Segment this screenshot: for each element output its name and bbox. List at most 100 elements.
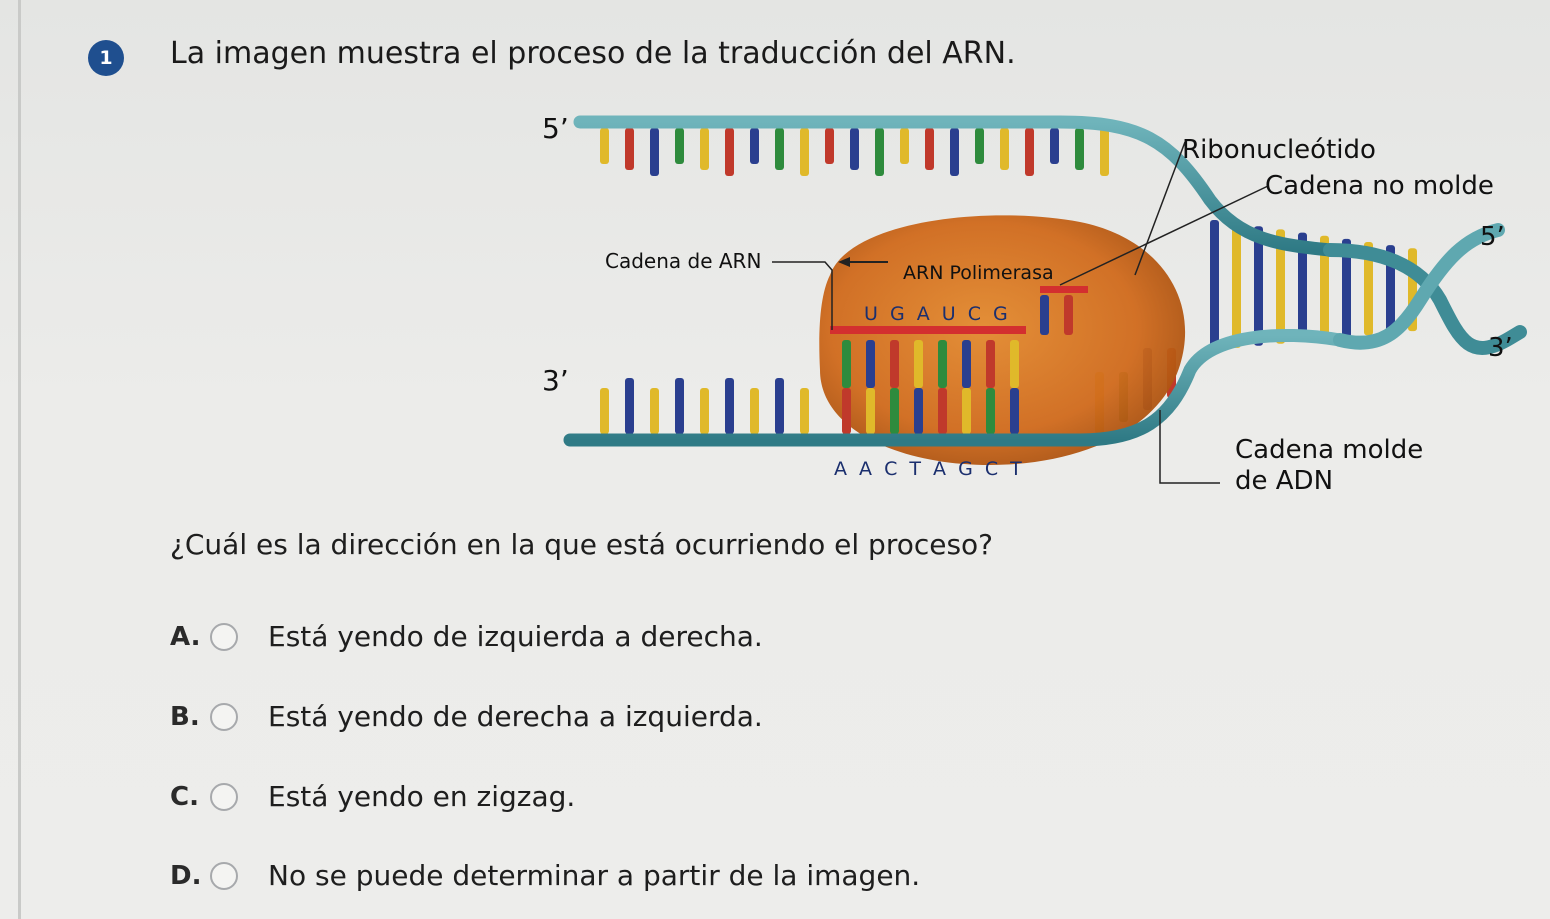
rna-paired-base: [842, 340, 851, 388]
template-strand-base: [600, 388, 609, 434]
template-paired-base: [914, 388, 923, 434]
template-paired-base: [890, 388, 899, 434]
template-strand-base: [775, 378, 784, 434]
coding-strand-base: [600, 128, 609, 164]
direction-arrowhead: [838, 257, 850, 267]
coding-strand-base: [750, 128, 759, 164]
coding-strand-base: [925, 128, 934, 170]
option-a[interactable]: A. Está yendo de izquierda a derecha.: [170, 620, 763, 653]
helix-strand-b: [1333, 223, 1505, 350]
template-paired-base: [938, 388, 947, 434]
template-strand-base: [675, 378, 684, 434]
helix-base: [1298, 232, 1307, 342]
option-a-letter: A.: [170, 621, 201, 652]
label-polymerase: ARN Polimerasa: [903, 262, 1054, 284]
coding-strand-base: [850, 128, 859, 170]
label-5prime-right: 5’: [1480, 222, 1505, 252]
coding-strand-base: [825, 128, 834, 164]
template-paired-base: [962, 388, 971, 434]
coding-strand-base: [625, 128, 634, 170]
coding-strand-base: [1075, 128, 1084, 170]
label-dna-bases: A A C T A G C T: [834, 458, 1025, 480]
option-d[interactable]: D. No se puede determinar a partir de la…: [170, 859, 920, 892]
helix-base: [1342, 238, 1351, 338]
template-paired-base: [842, 388, 851, 434]
rna-polymerase-shape: [819, 215, 1186, 465]
coding-strand-bases: [600, 128, 1109, 176]
helix-base: [1276, 229, 1285, 344]
rna-paired-base: [938, 340, 947, 388]
label-5prime-top: 5’: [542, 112, 569, 145]
template-strand-base: [800, 388, 809, 434]
coding-strand-base: [1050, 128, 1059, 164]
transcription-diagram-svg: 5’ 3’ 5’ 3’ Ribonucleótido Cadena no mol…: [542, 112, 1527, 496]
option-c[interactable]: C. Está yendo en zigzag.: [170, 780, 575, 813]
helix-base: [1254, 226, 1263, 346]
coding-strand-base: [775, 128, 784, 170]
coding-strand-backbone: [573, 115, 1337, 257]
ribonucleotide-pointer: [1134, 141, 1186, 276]
question-number-badge: 1: [88, 40, 124, 76]
rna-strand-bar: [830, 326, 1026, 334]
label-3prime-right: 3’: [1488, 333, 1513, 363]
option-b-radio[interactable]: [210, 702, 238, 731]
label-ribonucleotide: Ribonucleótido: [1182, 135, 1376, 165]
rna-paired-base: [986, 340, 995, 388]
label-template-strand-2: de ADN: [1235, 466, 1333, 496]
coding-strand-base: [1025, 128, 1034, 176]
question-title: La imagen muestra el proceso de la tradu…: [170, 36, 1016, 71]
option-d-text: No se puede determinar a partir de la im…: [268, 859, 921, 892]
helix-base: [1320, 235, 1329, 340]
coding-strand-base: [1000, 128, 1009, 170]
template-strand-base: [650, 388, 659, 434]
unpaired-base: [1040, 295, 1049, 335]
option-c-radio[interactable]: [210, 782, 238, 811]
template-strand-base: [725, 378, 734, 434]
option-d-letter: D.: [170, 860, 202, 891]
rna-paired-base: [866, 340, 875, 388]
question-prompt: ¿Cuál es la dirección en la que está ocu…: [170, 528, 994, 561]
label-3prime-left: 3’: [542, 364, 569, 397]
label-rna-strand: Cadena de ARN: [605, 249, 761, 273]
coding-strand-base: [950, 128, 959, 176]
option-b[interactable]: B. Está yendo de derecha a izquierda.: [170, 700, 763, 733]
coding-strand-base: [800, 128, 809, 176]
unpaired-base: [1064, 295, 1073, 335]
coding-strand-base: [900, 128, 909, 164]
template-strand-backbone: [563, 328, 1347, 447]
option-c-text: Está yendo en zigzag.: [268, 780, 576, 813]
helix-base: [1210, 220, 1219, 350]
question-number: 1: [99, 47, 113, 69]
inner-paired-bases: [842, 295, 1073, 434]
template-strand-base: [700, 388, 709, 434]
coding-strand-base: [725, 128, 734, 176]
coding-strand-base: [675, 128, 684, 164]
rna-paired-base: [1010, 340, 1019, 388]
template-strand-base: [750, 388, 759, 434]
option-b-text: Está yendo de derecha a izquierda.: [268, 700, 763, 733]
rna-strand-pointer: [772, 261, 833, 330]
template-strand-base: [625, 378, 634, 434]
coding-strand-base: [875, 128, 884, 176]
option-a-text: Está yendo de izquierda a derecha.: [268, 620, 763, 653]
template-paired-base: [986, 388, 995, 434]
rna-strand-tail: [1040, 286, 1088, 293]
helix-strand-a: [1323, 243, 1527, 355]
rna-paired-base: [890, 340, 899, 388]
label-coding-strand: Cadena no molde: [1265, 171, 1494, 201]
coding-strand-base: [975, 128, 984, 164]
coding-strand-pointer: [1059, 185, 1269, 286]
option-a-radio[interactable]: [210, 622, 238, 651]
helix-base: [1232, 223, 1241, 348]
page-left-border: [18, 0, 21, 919]
coding-strand-base: [650, 128, 659, 176]
template-paired-base: [866, 388, 875, 434]
label-rna-bases: U G A U C G: [864, 303, 1011, 325]
coding-strand-base: [1100, 128, 1109, 176]
label-template-strand-1: Cadena molde: [1235, 435, 1423, 465]
template-strand-pointer: [1159, 410, 1220, 484]
rna-paired-base: [914, 340, 923, 388]
option-b-letter: B.: [170, 701, 200, 732]
option-d-radio[interactable]: [210, 861, 238, 890]
transcription-diagram: 5’ 3’ 5’ 3’ Ribonucleótido Cadena no mol…: [520, 100, 1530, 500]
